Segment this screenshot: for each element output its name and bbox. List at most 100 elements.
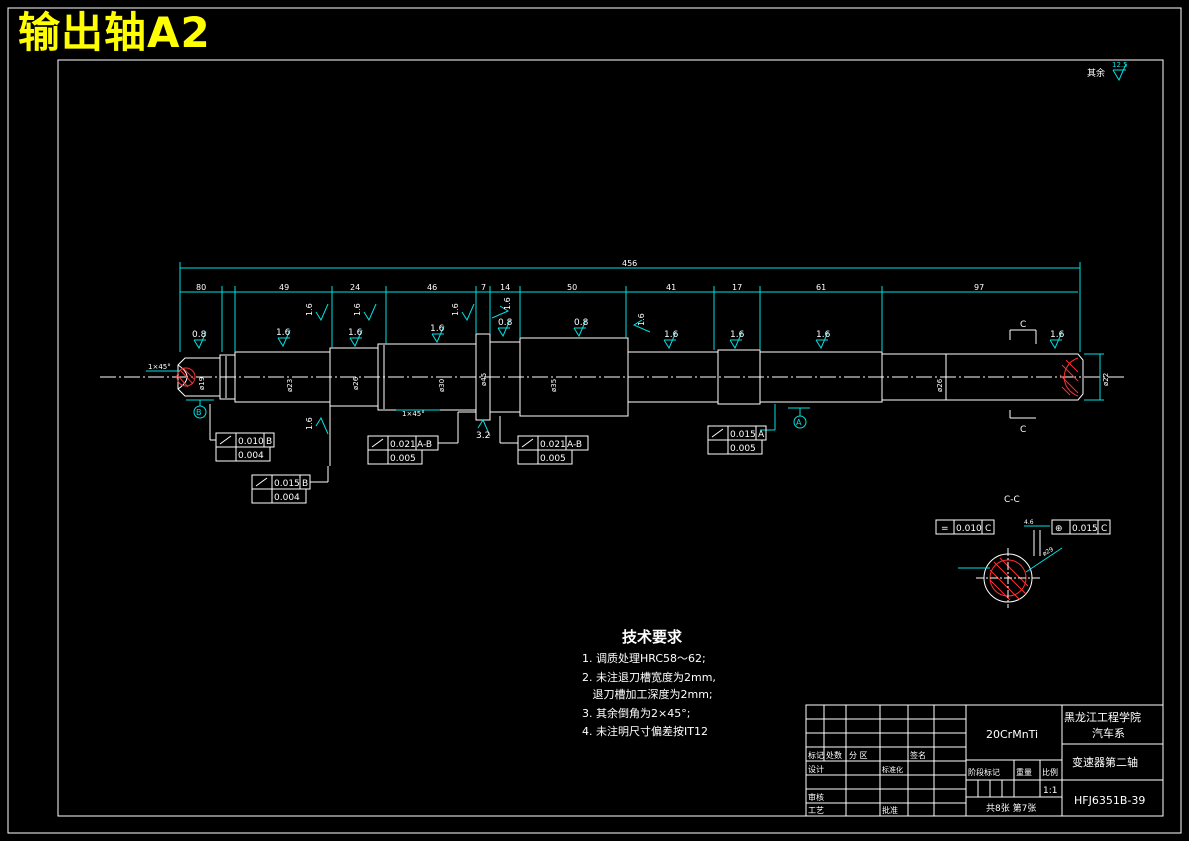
segment-dim-2: 49	[279, 283, 289, 292]
segment-dim-1: 80	[196, 283, 206, 292]
svg-text:A: A	[796, 418, 802, 427]
roughness-mark-10: 1.6	[491, 297, 512, 319]
segment-dims: 80 49 24 46 7 14 50 41 17 61 97	[180, 283, 1078, 352]
tb-label-zone: 分 区	[849, 751, 868, 760]
svg-text:⊕: ⊕	[1055, 524, 1063, 534]
svg-text:0.015: 0.015	[274, 479, 300, 489]
segment-dim-9: 17	[732, 283, 742, 292]
roughness-mark-7: 1.6	[451, 303, 475, 322]
roughness-note: 其余 12.5	[1087, 61, 1128, 82]
tb-drawing-no: HFJ6351B-39	[1074, 794, 1145, 807]
tolerance-frame-4: 0.021 A-B 0.005	[499, 416, 589, 465]
svg-text:1.6: 1.6	[816, 330, 831, 340]
spline-label: ø29	[1042, 546, 1055, 558]
tb-label-scale: 比例	[1042, 767, 1058, 777]
segment-dim-11: 97	[974, 283, 984, 292]
segment-dim-6: 14	[500, 283, 510, 292]
svg-text:3.2: 3.2	[476, 431, 490, 441]
roughness-mark-11: 1.6	[632, 313, 651, 333]
tb-department: 汽车系	[1092, 726, 1125, 740]
svg-text:0.015: 0.015	[730, 430, 756, 440]
svg-text:0.8: 0.8	[498, 318, 513, 328]
roughness-symbols: 0.8 1.6 1.6 1.6 1.6 1.6 1.6 0.8 0.8 1.6 …	[192, 297, 1065, 441]
roughness-mark-5: 1.6	[353, 303, 377, 322]
title-block: 标记 处数 分 区 签名 设计 标准化 审核 工艺 批准 20CrMnTi 阶段…	[805, 704, 1164, 817]
section-c-bottom: C	[1020, 425, 1026, 435]
segment-dim-5: 7	[481, 283, 486, 292]
tech-item-2: 2. 未注退刀槽宽度为2mm,	[582, 670, 716, 684]
svg-text:0.8: 0.8	[574, 318, 589, 328]
svg-text:1.6: 1.6	[637, 313, 646, 326]
svg-text:1.6: 1.6	[664, 330, 679, 340]
tb-label-mark: 标记	[808, 750, 824, 760]
tb-label-count: 处数	[826, 750, 842, 760]
tb-label-process: 工艺	[808, 806, 824, 815]
tb-sheets: 共8张 第7张	[986, 802, 1036, 814]
svg-text:B: B	[266, 437, 272, 447]
section-view-cc: C-C 4.6 ø29	[958, 495, 1063, 608]
roughness-note-value: 12.5	[1112, 61, 1128, 69]
diameter-label-1: ø19	[198, 377, 206, 390]
tech-item-5: 4. 未注明尺寸偏差按IT12	[582, 724, 708, 738]
roughness-mark-17: 3.2	[476, 418, 491, 441]
overall-length-dim: 456	[179, 259, 1081, 352]
roughness-mark-6: 1.6	[430, 324, 445, 344]
section-c-markers: C C	[1009, 320, 1037, 435]
svg-text:0.010: 0.010	[238, 437, 264, 447]
roughness-note-label: 其余	[1087, 67, 1105, 79]
tolerance-frame-2: 0.015 B 0.004	[251, 406, 331, 504]
svg-text:1.6: 1.6	[348, 328, 363, 338]
tb-label-stage: 阶段标记	[968, 767, 1000, 777]
svg-text:1.6: 1.6	[353, 303, 362, 316]
roughness-mark-1: 0.8	[192, 330, 207, 350]
segment-dim-7: 50	[567, 283, 577, 292]
svg-text:1.6: 1.6	[305, 417, 314, 430]
tb-label-approve: 批准	[882, 805, 898, 815]
roughness-mark-13: 1.6	[729, 330, 745, 350]
section-dim: 4.6	[1024, 519, 1034, 526]
svg-text:1.6: 1.6	[451, 303, 460, 316]
section-view-label: C-C	[1004, 495, 1020, 505]
tb-scale: 1:1	[1043, 786, 1057, 796]
svg-text:1.6: 1.6	[276, 328, 291, 338]
svg-text:0.005: 0.005	[540, 454, 566, 464]
roughness-mark-8: 0.8	[497, 318, 513, 338]
svg-text:A-B: A-B	[417, 440, 432, 450]
svg-text:0.005: 0.005	[730, 444, 756, 454]
tolerance-frame-3: 0.021 A-B 0.005	[367, 411, 476, 465]
chamfer-left-label: 1×45°	[148, 363, 171, 371]
section-tolerance-1: = 0.010 C	[935, 519, 995, 535]
roughness-mark-3: 1.6	[305, 303, 329, 322]
outer-frame	[7, 7, 1182, 834]
tb-label-design: 设计	[808, 764, 824, 774]
svg-text:0.004: 0.004	[274, 493, 300, 503]
datum-b: B	[186, 399, 214, 419]
inner-frame	[57, 59, 1164, 817]
svg-text:C: C	[1101, 524, 1107, 534]
chamfer-labels: 1×45° 1×45°	[146, 363, 440, 418]
datum-a: A	[760, 404, 810, 431]
roughness-mark-9: 0.8	[573, 318, 589, 338]
svg-text:1.6: 1.6	[1050, 330, 1065, 340]
tolerance-frame-1: 0.010 B 0.004	[209, 404, 275, 462]
segment-dim-8: 41	[666, 283, 676, 292]
diameter-label-7: ø26	[936, 378, 944, 392]
svg-text:A: A	[758, 430, 765, 440]
chamfer-mid-label: 1×45°	[402, 410, 425, 418]
roughness-mark-16: 1.6	[305, 416, 329, 435]
segment-dim-3: 24	[350, 283, 360, 292]
svg-text:A-B: A-B	[567, 440, 582, 450]
tb-label-signature: 签名	[910, 750, 926, 760]
svg-text:1.6: 1.6	[430, 324, 445, 334]
section-c-top: C	[1020, 320, 1026, 330]
svg-text:0.005: 0.005	[390, 454, 416, 464]
svg-text:0.004: 0.004	[238, 451, 264, 461]
tb-label-weight: 重量	[1016, 767, 1032, 777]
svg-text:1.6: 1.6	[305, 303, 314, 316]
section-tolerance-2: ⊕ 0.015 C	[1051, 519, 1111, 535]
diameter-label-3: ø26	[352, 376, 360, 390]
svg-text:=: =	[941, 524, 949, 534]
tb-label-review: 审核	[808, 792, 824, 802]
tolerance-frame-5: 0.015 A 0.005	[707, 425, 767, 455]
